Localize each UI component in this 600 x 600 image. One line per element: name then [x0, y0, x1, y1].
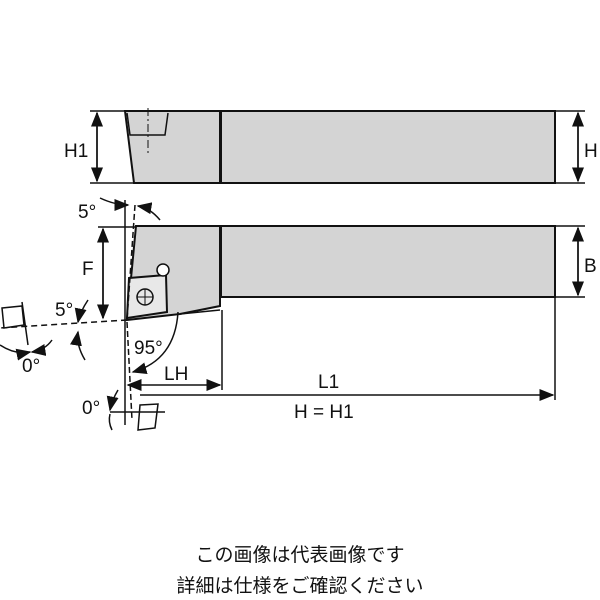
angle-95: 95°: [134, 338, 163, 359]
h1-label: H1: [64, 141, 88, 162]
angle-0-bottom: 0°: [82, 398, 100, 419]
angle-0-left: 0°: [22, 356, 40, 377]
caption-line-1: この画像は代表画像です: [195, 544, 405, 566]
b-label: B: [584, 256, 597, 277]
l1-label: L1: [318, 372, 339, 393]
h-equals-h1-label: H = H1: [294, 402, 354, 423]
top-view: [123, 108, 556, 184]
caption-line-2: 詳細は仕様をご確認ください: [176, 575, 424, 597]
h-label: H: [584, 141, 598, 162]
lh-label: LH: [164, 364, 188, 385]
angle-5-top: 5°: [78, 202, 96, 223]
front-view: [125, 225, 556, 322]
f-label: F: [82, 259, 94, 280]
angle-5-left: 5°: [55, 300, 73, 321]
